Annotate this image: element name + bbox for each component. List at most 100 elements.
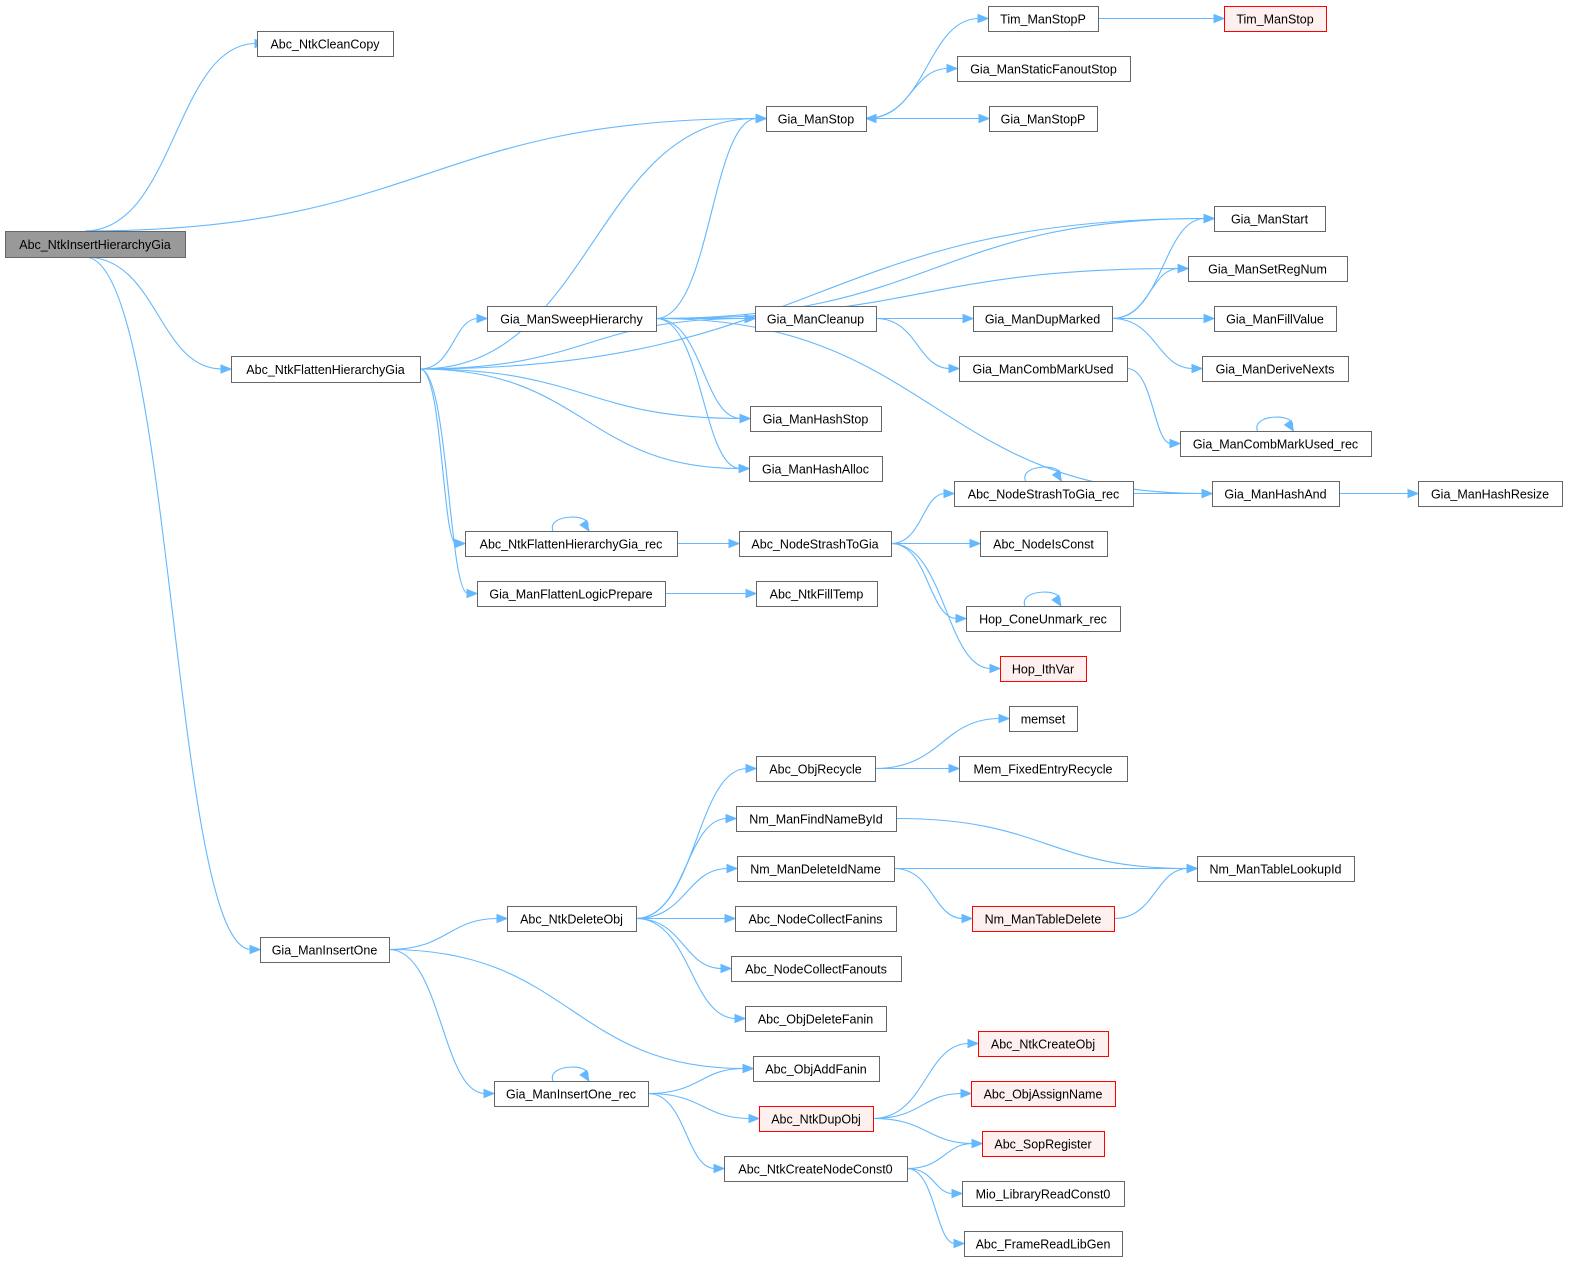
edge-flatten-to-sweep	[419, 317, 479, 370]
graph-node-strash[interactable]: Abc_NodeStrashToGia	[739, 531, 892, 557]
edge-coneunmark-to-coneunmark-arrowhead	[1051, 594, 1062, 608]
edge-deleteobj-to-collectfanins-arrowhead	[724, 913, 737, 924]
graph-node-tabledelete[interactable]: Nm_ManTableDelete	[972, 906, 1115, 932]
graph-node-sopregister[interactable]: Abc_SopRegister	[982, 1131, 1105, 1157]
graph-node-createobj[interactable]: Abc_NtkCreateObj	[978, 1031, 1109, 1057]
graph-node-tablelookup[interactable]: Nm_ManTableLookupId	[1197, 856, 1355, 882]
node-label: Gia_ManHashAlloc	[762, 463, 869, 477]
node-label: Nm_ManFindNameById	[749, 813, 882, 827]
edge-root-to-manstop	[84, 117, 758, 232]
edge-deleteobj-to-deleteidname-arrowhead	[726, 863, 739, 874]
graph-node-cleancopy[interactable]: Abc_NtkCleanCopy	[257, 31, 394, 57]
node-label: Abc_NtkDupObj	[771, 1113, 861, 1127]
node-box	[1202, 356, 1349, 382]
graph-node-ithvar[interactable]: Hop_IthVar	[1000, 656, 1087, 682]
node-box	[982, 1131, 1105, 1157]
graph-node-hashstop[interactable]: Gia_ManHashStop	[750, 406, 882, 432]
node-box	[465, 531, 678, 557]
graph-node-filltemp[interactable]: Abc_NtkFillTemp	[756, 581, 878, 607]
edge-const0-to-readlibgen	[906, 1167, 956, 1245]
graph-node-readlibgen[interactable]: Abc_FrameReadLibGen	[964, 1231, 1123, 1257]
graph-node-deleteobj[interactable]: Abc_NtkDeleteObj	[507, 906, 637, 932]
edge-insertonerec-to-const0-arrowhead	[713, 1163, 726, 1174]
node-box	[1418, 481, 1563, 507]
graph-node-setregnum[interactable]: Gia_ManSetRegNum	[1188, 256, 1348, 282]
edge-root-to-insertone-arrowhead	[249, 944, 262, 955]
graph-node-mioconst0[interactable]: Mio_LibraryReadConst0	[962, 1181, 1125, 1207]
node-box	[756, 581, 878, 607]
node-label: Gia_ManCombMarkUsed	[972, 363, 1113, 377]
edge-const0-to-sopregister	[906, 1142, 974, 1170]
graph-node-combmark[interactable]: Gia_ManCombMarkUsed	[959, 356, 1128, 382]
graph-node-hashresize[interactable]: Gia_ManHashResize	[1418, 481, 1563, 507]
node-box	[494, 1081, 649, 1107]
graph-node-flattenrec[interactable]: Abc_NtkFlattenHierarchyGia_rec	[465, 531, 678, 557]
node-label: Gia_ManHashAnd	[1224, 488, 1326, 502]
node-box	[1224, 6, 1327, 32]
node-box	[731, 956, 902, 982]
graph-node-memset[interactable]: memset	[1009, 706, 1078, 732]
graph-node-coneunmark[interactable]: Hop_ConeUnmark_rec	[966, 606, 1121, 632]
graph-node-const0[interactable]: Abc_NtkCreateNodeConst0	[724, 1156, 908, 1182]
graph-node-derivenexts[interactable]: Gia_ManDeriveNexts	[1202, 356, 1349, 382]
graph-node-staticfanout[interactable]: Gia_ManStaticFanoutStop	[957, 56, 1131, 82]
graph-node-deletefanin[interactable]: Abc_ObjDeleteFanin	[745, 1006, 887, 1032]
graph-node-memfixed[interactable]: Mem_FixedEntryRecycle	[959, 756, 1128, 782]
node-label: Abc_NtkCreateNodeConst0	[738, 1163, 892, 1177]
node-box	[753, 1056, 880, 1082]
graph-node-start[interactable]: Gia_ManStart	[1214, 206, 1326, 232]
edge-insertonerec-to-const0	[647, 1092, 716, 1170]
node-label: Abc_NodeStrashToGia	[751, 538, 878, 552]
graph-node-insertone[interactable]: Gia_ManInsertOne	[260, 937, 390, 963]
graph-node-cleanup[interactable]: Gia_ManCleanup	[755, 306, 877, 332]
graph-node-dupobj[interactable]: Abc_NtkDupObj	[759, 1106, 874, 1132]
graph-node-isconst[interactable]: Abc_NodeIsConst	[980, 531, 1108, 557]
edge-flatten-to-start	[419, 217, 1206, 370]
edge-tabledelete-to-tablelookup-arrowhead	[1186, 863, 1199, 874]
node-box	[487, 306, 657, 332]
node-box	[1212, 481, 1340, 507]
graph-node-strashrec[interactable]: Abc_NodeStrashToGia_rec	[954, 481, 1134, 507]
graph-node-fillvalue[interactable]: Gia_ManFillValue	[1214, 306, 1337, 332]
graph-node-objrecycle[interactable]: Abc_ObjRecycle	[756, 756, 876, 782]
graph-node-assignname[interactable]: Abc_ObjAssignName	[971, 1081, 1116, 1107]
edge-flatten-to-manstop	[419, 117, 758, 370]
graph-node-sweep[interactable]: Gia_ManSweepHierarchy	[487, 306, 657, 332]
edge-root-to-insertone	[84, 256, 252, 951]
edge-flatten-to-hashstop	[419, 368, 742, 420]
graph-node-dupmarked[interactable]: Gia_ManDupMarked	[973, 306, 1113, 332]
graph-node-deleteidname[interactable]: Nm_ManDeleteIdName	[737, 856, 895, 882]
edge-manstop-to-staticfanout	[865, 67, 949, 120]
edge-sweep-to-manstop-arrowhead	[755, 113, 768, 124]
node-box	[973, 306, 1113, 332]
node-box	[1000, 656, 1087, 682]
graph-node-insertonerec[interactable]: Gia_ManInsertOne_rec	[494, 1081, 649, 1107]
node-label: Abc_NtkFlattenHierarchyGia_rec	[480, 538, 663, 552]
graph-node-collectfanouts[interactable]: Abc_NodeCollectFanouts	[731, 956, 902, 982]
graph-node-hashand[interactable]: Gia_ManHashAnd	[1212, 481, 1340, 507]
node-box	[231, 356, 421, 383]
node-box	[980, 531, 1108, 557]
graph-node-collectfanins[interactable]: Abc_NodeCollectFanins	[735, 906, 897, 932]
edge-strash-to-strashrec-arrowhead	[943, 488, 956, 499]
graph-node-flatten[interactable]: Abc_NtkFlattenHierarchyGia	[231, 356, 421, 383]
edge-hashand-to-hashresize-arrowhead	[1407, 488, 1420, 499]
graph-node-timstop[interactable]: Tim_ManStop	[1224, 6, 1327, 32]
graph-node-logicprep[interactable]: Gia_ManFlattenLogicPrepare	[477, 581, 666, 607]
edge-insertonerec-to-dupobj-arrowhead	[748, 1113, 761, 1124]
edge-dupobj-to-assignname	[872, 1092, 963, 1120]
node-label: Abc_NodeStrashToGia_rec	[968, 488, 1119, 502]
node-label: Gia_ManFillValue	[1226, 313, 1324, 327]
graph-node-timstopp[interactable]: Tim_ManStopP	[988, 6, 1099, 32]
node-label: Abc_FrameReadLibGen	[976, 1238, 1111, 1252]
graph-node-manstop[interactable]: Gia_ManStop	[766, 106, 867, 132]
graph-node-combmarkrec[interactable]: Gia_ManCombMarkUsed_rec	[1180, 431, 1372, 457]
graph-node-stopp[interactable]: Gia_ManStopP	[989, 106, 1098, 132]
graph-node-hashalloc[interactable]: Gia_ManHashAlloc	[749, 456, 883, 482]
node-label: Abc_NtkCleanCopy	[270, 38, 380, 52]
edge-dupmarked-to-setregnum	[1111, 267, 1180, 320]
graph-node-findname[interactable]: Nm_ManFindNameById	[736, 806, 897, 832]
graph-node-addfanin[interactable]: Abc_ObjAddFanin	[753, 1056, 880, 1082]
edge-cleanup-to-combmark	[875, 317, 951, 370]
edge-flattenrec-to-strash-arrowhead	[728, 538, 741, 549]
